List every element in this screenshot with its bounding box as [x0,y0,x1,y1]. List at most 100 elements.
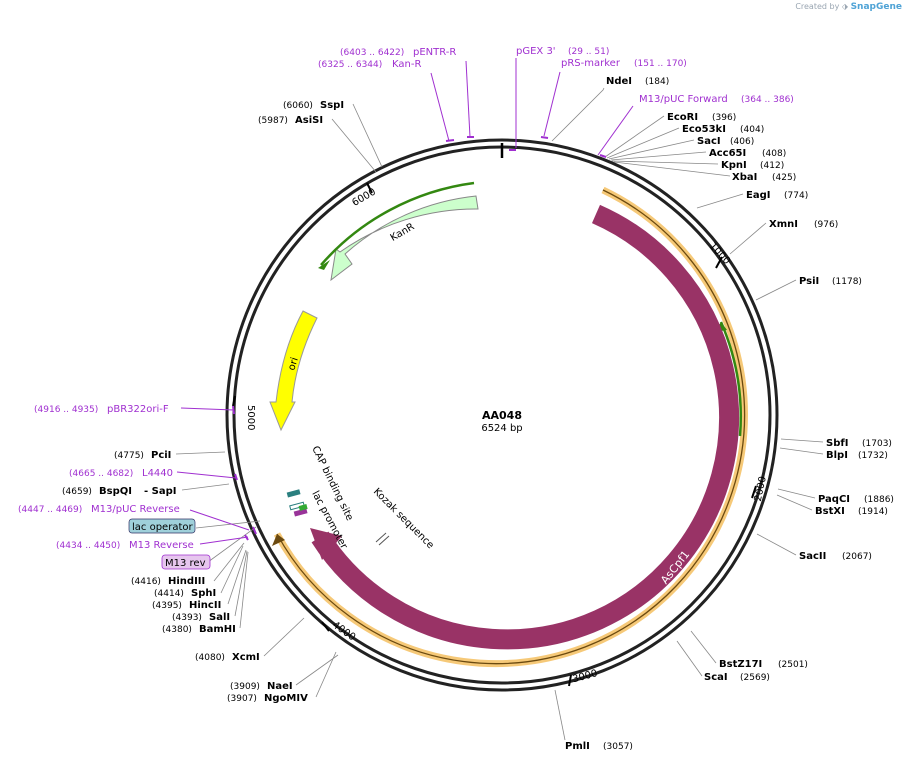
enzyme-pcii-name: PciI [151,450,171,461]
primer-m13-puc-forward-range: (364 .. 386) [741,95,794,105]
tick-4000 [321,621,330,632]
tick-label-2000: 2000 [753,475,769,502]
m13-rev-feature [293,508,308,517]
enzyme-kpni-name: KpnI [721,160,747,171]
lac-operator-feature [286,489,301,498]
enzyme-blpi-name: BlpI [826,450,848,461]
enzyme-naei-pos: (3909) [230,682,260,692]
enzyme-pmli-pos: (3057) [603,742,633,752]
tick-1000 [715,256,723,269]
plasmid-size: 6524 bp [481,423,522,434]
enzyme-sapi-name: - SapI [144,486,176,497]
primer-pbr322ori-f-range: (4916 .. 4935) [34,405,98,415]
enzyme-scai-name: ScaI [704,672,728,683]
enzyme-bstz17i-name: BstZ17I [719,659,762,670]
tick-label-5000: 5000 [245,405,256,430]
enzyme-bspqi-name: BspQI [99,486,132,497]
enzyme-acc65i-name: Acc65I [709,148,746,159]
enzyme-ecori-name: EcoRI [667,112,698,123]
enzyme-bamhi-pos: (4380) [162,625,192,635]
enzyme-psii-pos: (1178) [832,277,862,287]
kanr-arrow [330,195,479,282]
primer-m13-puc-reverse-name: M13/pUC Reverse [91,504,180,515]
primer-pgex3-name: pGEX 3' [516,46,556,57]
enzyme-hindiii-name: HindIII [168,576,205,587]
left-enzyme-leader-lines [175,103,383,698]
snapgene-watermark: Created by ⬗ SnapGene [795,2,902,12]
enzyme-sbfi-name: SbfI [826,438,848,449]
tick-2000 [751,485,757,499]
enzyme-sali-name: SalI [209,612,230,623]
primer-prs-marker-range: (151 .. 170) [634,59,687,69]
right-enzyme-leader-lines [551,87,824,741]
enzyme-bstz17i-pos: (2501) [778,660,808,670]
enzyme-sspi-name: SspI [320,100,344,111]
enzyme-sspi-pos: (6060) [283,101,313,111]
enzyme-xbai-pos: (425) [772,173,796,183]
enzyme-naei-name: NaeI [267,681,293,692]
primer-m13-puc-reverse-range: (4447 .. 4469) [18,505,82,515]
enzyme-paqci-pos: (1886) [864,495,894,505]
orange-track-arrowhead [272,534,285,546]
kanr-green-arrow [320,181,475,266]
enzyme-psii-name: PsiI [799,276,819,287]
primer-kanr-range: (6325 .. 6344) [318,60,382,70]
primer-kanr-name: Kan-R [392,59,421,70]
kozak-sequence-label: Kozak sequence [371,486,436,551]
enzyme-pcii-pos: (4775) [114,451,144,461]
enzyme-xmni-pos: (976) [814,220,838,230]
tick-6000 [366,182,373,194]
enzyme-sacii-pos: (2067) [842,552,872,562]
enzyme-sbfi-pos: (1703) [862,439,892,449]
enzyme-saci-pos: (406) [730,137,754,147]
enzyme-bstxi-pos: (1914) [858,507,888,517]
enzyme-eagi-pos: (774) [784,191,808,201]
primer-m13-puc-forward-name: M13/pUC Forward [639,94,728,105]
enzyme-ngomiv-name: NgoMIV [264,693,308,704]
kozak-marker [375,532,387,543]
ori-label: ori [286,356,300,372]
enzyme-ecori-pos: (396) [712,113,736,123]
watermark-prefix: Created by [795,2,840,11]
lac-promoter-feature [298,504,308,511]
enzyme-paqci-name: PaqCI [818,494,850,505]
snapgene-logo-icon: ⬗ [841,2,849,11]
primer-l4440-range: (4665 .. 4682) [69,469,133,479]
ascpf1-arrowhead [310,528,342,560]
enzyme-eco53ki-pos: (404) [740,125,764,135]
enzyme-eagi-name: EagI [746,190,770,201]
enzyme-saci-name: SacI [697,136,721,147]
enzyme-xcmi-pos: (4080) [195,653,225,663]
primer-leader-lines [176,58,634,545]
m13-rev-label: M13 rev [165,558,206,569]
enzyme-hincii-pos: (4395) [152,601,182,611]
enzyme-blpi-pos: (1732) [858,451,888,461]
ascpf1-arc [311,204,740,650]
primer-pgex3-range: (29 .. 51) [568,47,609,57]
watermark-brand: SnapGene [850,2,902,12]
enzyme-acc65i-pos: (408) [762,149,786,159]
enzyme-asisi-pos: (5987) [258,116,288,126]
enzyme-bstxi-name: BstXI [815,506,845,517]
enzyme-sali-pos: (4393) [172,613,202,623]
primer-marks [232,136,607,541]
primer-l4440-name: L4440 [142,468,173,479]
lac-operator-box [128,518,196,534]
enzyme-pmli-name: PmlI [565,741,590,752]
kanr-label: KanR [389,221,417,243]
kanr-green-arrowhead [318,260,330,270]
kozak-marker-2 [378,535,390,546]
enzyme-xcmi-name: XcmI [232,652,260,663]
enzyme-hindiii-pos: (4416) [131,577,161,587]
green-right-arrow [719,321,742,437]
primer-pentr-r-range: (6403 .. 6422) [340,48,404,58]
enzyme-xbai-name: XbaI [732,172,757,183]
primer-prs-marker-name: pRS-marker [561,58,621,69]
tick-5000 [232,395,236,407]
primer-m13-reverse-range: (4434 .. 4450) [56,541,120,551]
enzyme-asisi-name: AsiSI [295,115,323,126]
enzyme-ngomiv-pos: (3907) [227,694,257,704]
enzyme-ndei-name: NdeI [606,76,632,87]
orange-feature-track-line [276,189,746,665]
